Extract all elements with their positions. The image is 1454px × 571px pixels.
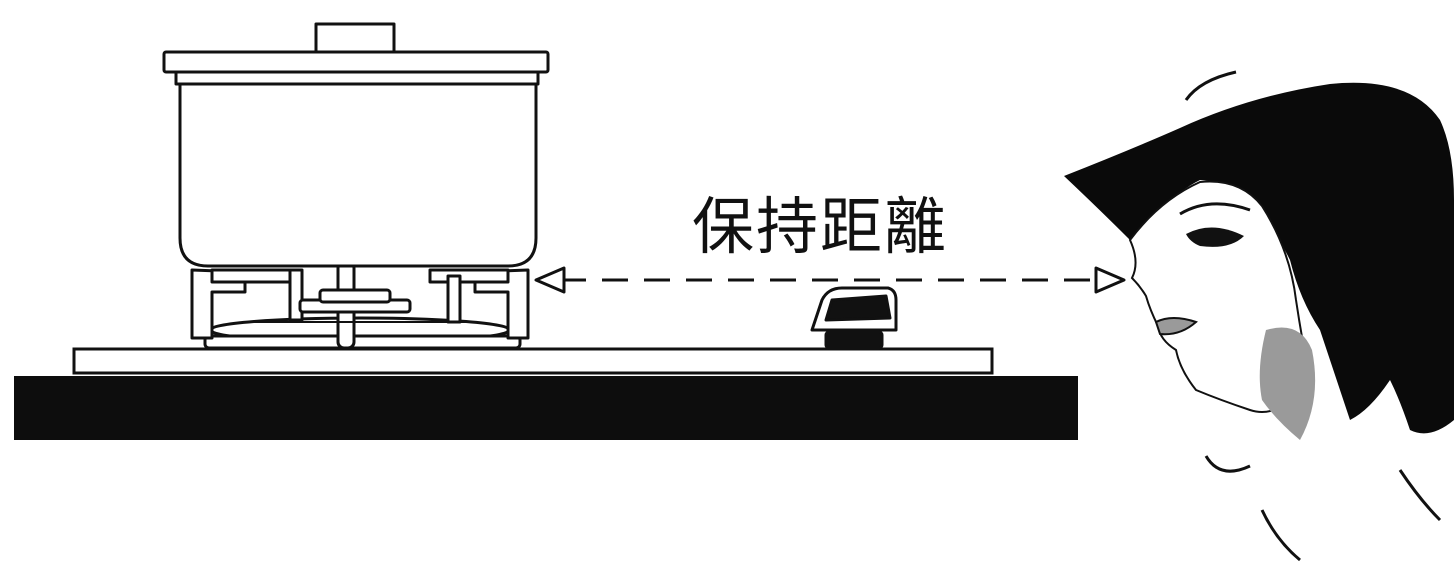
support-arm-left-inner — [210, 268, 292, 284]
arrowhead-right — [1094, 266, 1126, 294]
lips — [1154, 317, 1198, 336]
eyebrow — [1179, 202, 1251, 216]
pot-lid — [162, 50, 550, 74]
hair-strand-chin — [1204, 455, 1251, 473]
support-arm-right-inner — [428, 268, 510, 284]
support-leg-right — [446, 274, 462, 324]
pot — [162, 22, 550, 268]
eye — [1186, 227, 1244, 247]
arrowhead-left — [534, 266, 566, 294]
burner-head — [318, 288, 392, 304]
distance-caption: 保持距離 — [692, 190, 949, 263]
distance-arrow — [534, 266, 1126, 294]
countertop — [14, 376, 1078, 440]
hair — [1064, 82, 1454, 434]
knob-stem — [824, 330, 884, 350]
burner-base — [203, 334, 522, 350]
gas-burner — [190, 260, 530, 350]
knob-highlight — [824, 294, 892, 322]
hair-strand-top — [1184, 70, 1237, 101]
stove-knob — [810, 286, 898, 350]
pot-lid-knob — [314, 22, 396, 56]
pot-rim — [174, 70, 540, 86]
woman-face — [1064, 70, 1454, 562]
cooktop-panel — [72, 347, 994, 375]
neck-shadow — [1259, 327, 1316, 440]
hair-strand-side — [1398, 469, 1442, 522]
pot-body — [178, 82, 538, 268]
hair-strand-neck — [1260, 509, 1301, 562]
